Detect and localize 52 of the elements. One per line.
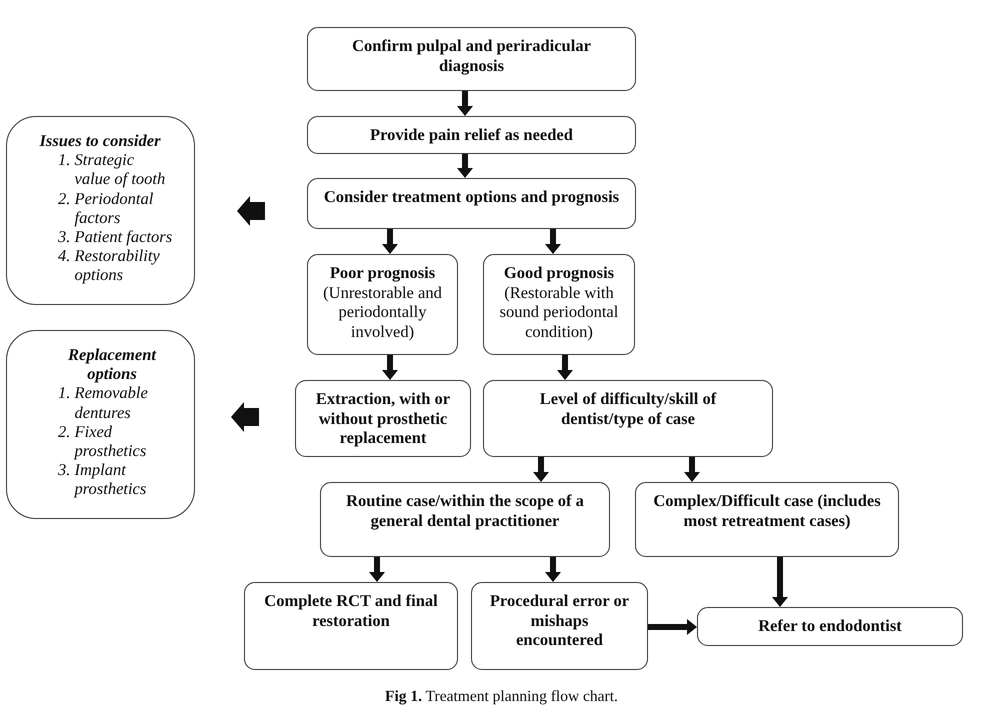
arrow xyxy=(557,355,573,380)
list-item: 4. Restorability options xyxy=(58,246,161,285)
arrow xyxy=(382,229,398,254)
list-item: 2. Fixed prosthetics xyxy=(58,422,148,460)
arrow xyxy=(369,557,385,582)
process-box xyxy=(307,254,458,355)
process-box xyxy=(483,380,773,457)
box-text: Confirm pulpal and periradicular diagnosis xyxy=(351,36,592,75)
box-text: Consider treatment options and prognosis xyxy=(322,187,620,206)
list-item: 2. Periodontal factors xyxy=(58,188,154,228)
process-box xyxy=(244,582,458,670)
arrow xyxy=(684,457,700,482)
block-arrow xyxy=(237,196,265,226)
process-box xyxy=(697,607,963,646)
box-text: Complete RCT and final restoration xyxy=(263,591,439,630)
note-heading: Issues to consider xyxy=(38,131,162,150)
process-box xyxy=(307,116,636,154)
process-box xyxy=(320,482,610,557)
arrow xyxy=(457,154,473,178)
process-box xyxy=(295,380,471,457)
box-heading: Poor prognosis xyxy=(328,263,436,282)
box-description: (Restorable with sound periodontal condition) xyxy=(498,282,620,341)
box-description: (Unrestorable and periodontally involved) xyxy=(322,282,443,341)
list-item: 3. Patient factors xyxy=(58,227,173,246)
process-box xyxy=(307,27,636,91)
box-heading: Good prognosis xyxy=(502,263,616,282)
process-box xyxy=(307,178,636,229)
box-text: Routine case/within the scope of a general dental practitioner xyxy=(345,491,585,530)
box-text: Procedural error or mishaps encountered xyxy=(488,591,630,650)
arrow xyxy=(648,619,697,635)
figure-caption: Fig 1. Treatment planning flow chart. xyxy=(385,688,618,706)
box-text: Refer to endodontist xyxy=(757,616,903,636)
note-box xyxy=(6,330,195,519)
process-box xyxy=(471,582,648,670)
list-item: 3. Implant prosthetics xyxy=(58,460,148,499)
box-text: Level of difficulty/skill of dentist/type of case xyxy=(538,389,718,428)
box-text: Provide pain relief as needed xyxy=(369,125,574,144)
arrow xyxy=(457,91,473,116)
process-box xyxy=(635,482,899,557)
note-box xyxy=(6,116,195,305)
arrow xyxy=(533,457,549,482)
block-arrow xyxy=(231,402,259,432)
box-text: Extraction, with or without prosthetic replacement xyxy=(314,389,452,448)
arrow xyxy=(772,557,788,607)
list-item: 1. Strategic value of tooth xyxy=(58,150,166,189)
arrow xyxy=(545,557,561,582)
process-box xyxy=(483,254,635,355)
box-text: Complex/Difficult case (includes most retreatment cases) xyxy=(652,491,882,530)
note-heading: Replacement options xyxy=(67,345,158,384)
arrow xyxy=(382,355,398,380)
list-item: 1. Removable dentures xyxy=(58,383,149,422)
arrow xyxy=(545,229,561,254)
